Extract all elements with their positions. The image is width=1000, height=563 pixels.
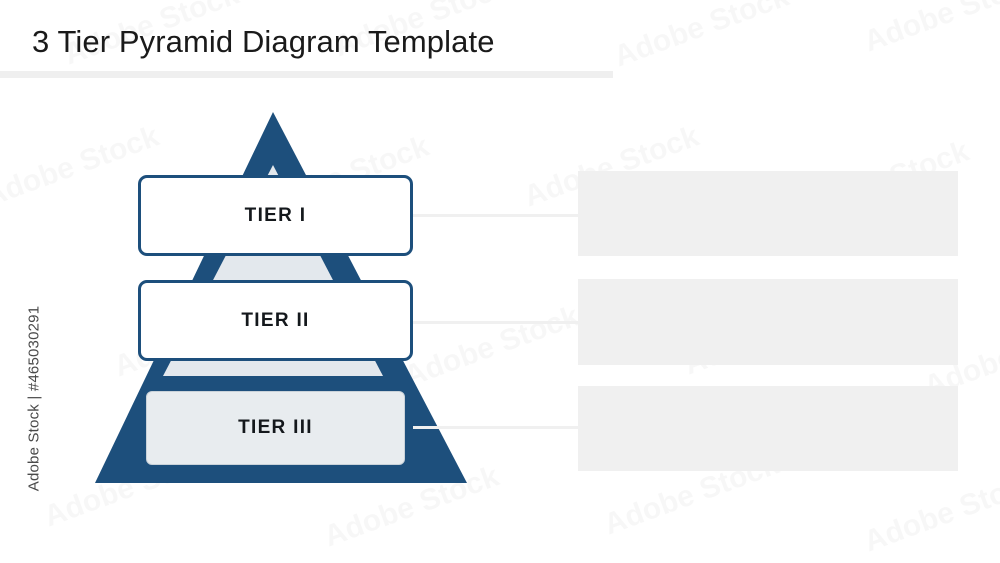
- adobe-stock-watermark-label: Adobe Stock | #465030291: [25, 305, 43, 492]
- watermark-tile: Adobe Stock: [860, 465, 1000, 560]
- tier-1-box[interactable]: TIER I: [138, 175, 413, 256]
- tier-2-label: TIER II: [241, 309, 310, 331]
- tier-2-box[interactable]: TIER II: [138, 280, 413, 361]
- text-placeholder-1[interactable]: [578, 171, 958, 256]
- tier-3-box[interactable]: TIER III: [146, 391, 405, 465]
- tier-1-label: TIER I: [244, 204, 307, 226]
- connector-line-tier-3: [413, 426, 579, 429]
- page-title: 3 Tier Pyramid Diagram Template: [32, 24, 495, 59]
- watermark-tile: Adobe Stock: [860, 0, 1000, 59]
- connector-line-tier-2: [413, 321, 579, 324]
- watermark-tile: Adobe Stock: [610, 0, 794, 74]
- title-underline-rule: [0, 71, 613, 78]
- connector-line-tier-1: [413, 214, 579, 217]
- tier-3-label: TIER III: [238, 417, 313, 438]
- text-placeholder-2[interactable]: [578, 279, 958, 365]
- text-placeholder-3[interactable]: [578, 386, 958, 471]
